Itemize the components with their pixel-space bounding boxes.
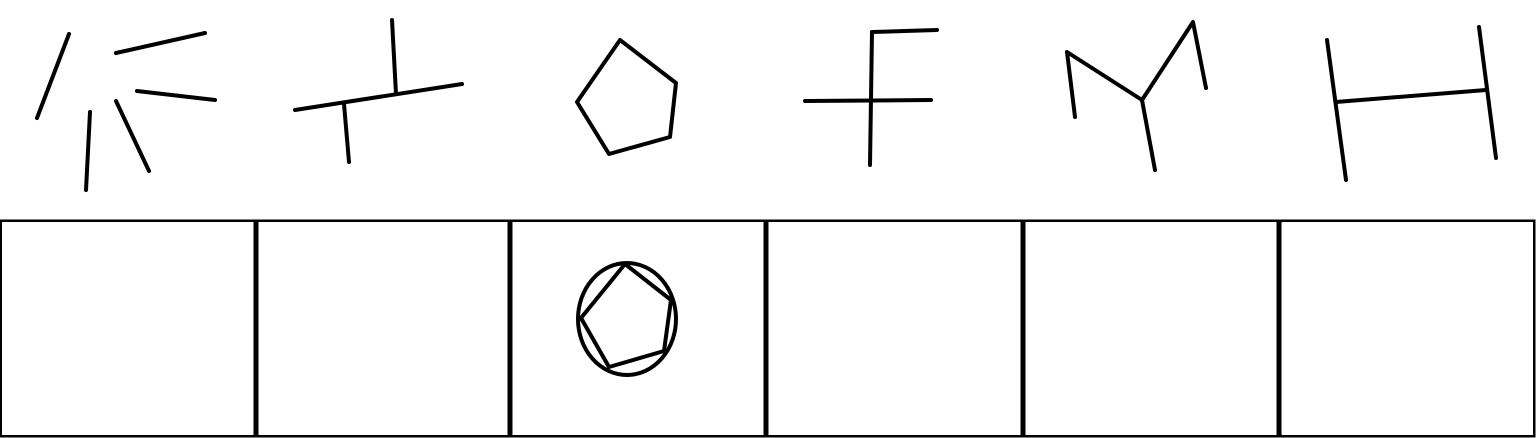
answer-cell-4[interactable]: [768, 222, 1022, 435]
split-strokes-glyph-icon[interactable]: [35, 31, 217, 192]
f-shape-glyph-icon[interactable]: [803, 28, 939, 167]
h-shape-glyph-icon[interactable]: [1325, 25, 1498, 182]
y-shape-glyph-icon[interactable]: [1065, 20, 1208, 172]
top-glyph-row: [35, 18, 1498, 192]
answer-cell-5[interactable]: [1025, 222, 1279, 435]
answer-cell-3[interactable]: [512, 222, 764, 435]
offset-cross-glyph-icon[interactable]: [293, 18, 464, 164]
answer-cell-2[interactable]: [258, 222, 508, 435]
answer-cell-row: [0, 219, 1536, 438]
answer-cell-1[interactable]: [2, 222, 254, 435]
answer-cell-6[interactable]: [1282, 222, 1533, 435]
pentagon-in-circle-icon: [576, 261, 678, 377]
pentagon-glyph-icon[interactable]: [575, 38, 678, 156]
